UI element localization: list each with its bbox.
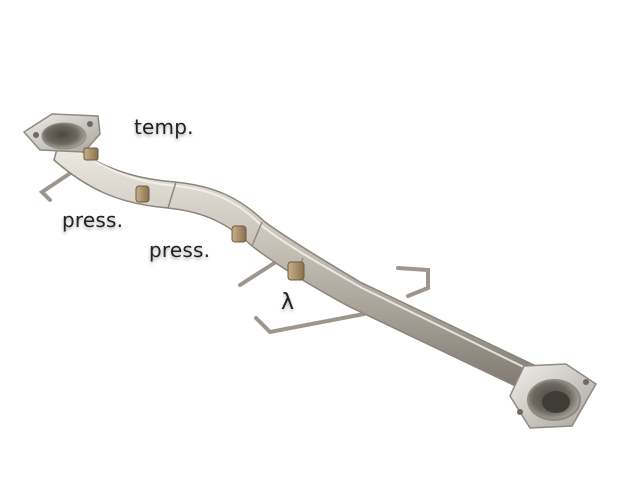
sensor-bung-temp — [83, 147, 99, 161]
temp-sensor-label: temp. — [134, 115, 194, 139]
sensor-bung-press-2 — [231, 225, 247, 243]
pressure-sensor-label-2: press. — [149, 238, 211, 262]
lambda-sensor-label: λ — [281, 290, 295, 315]
rear-flange — [509, 363, 597, 429]
sensor-bung-press-1 — [135, 185, 150, 203]
sensor-bung-lambda — [287, 261, 305, 281]
hanger-bracket — [38, 168, 430, 335]
front-flange — [22, 113, 101, 153]
pressure-sensor-label-1: press. — [62, 208, 124, 232]
